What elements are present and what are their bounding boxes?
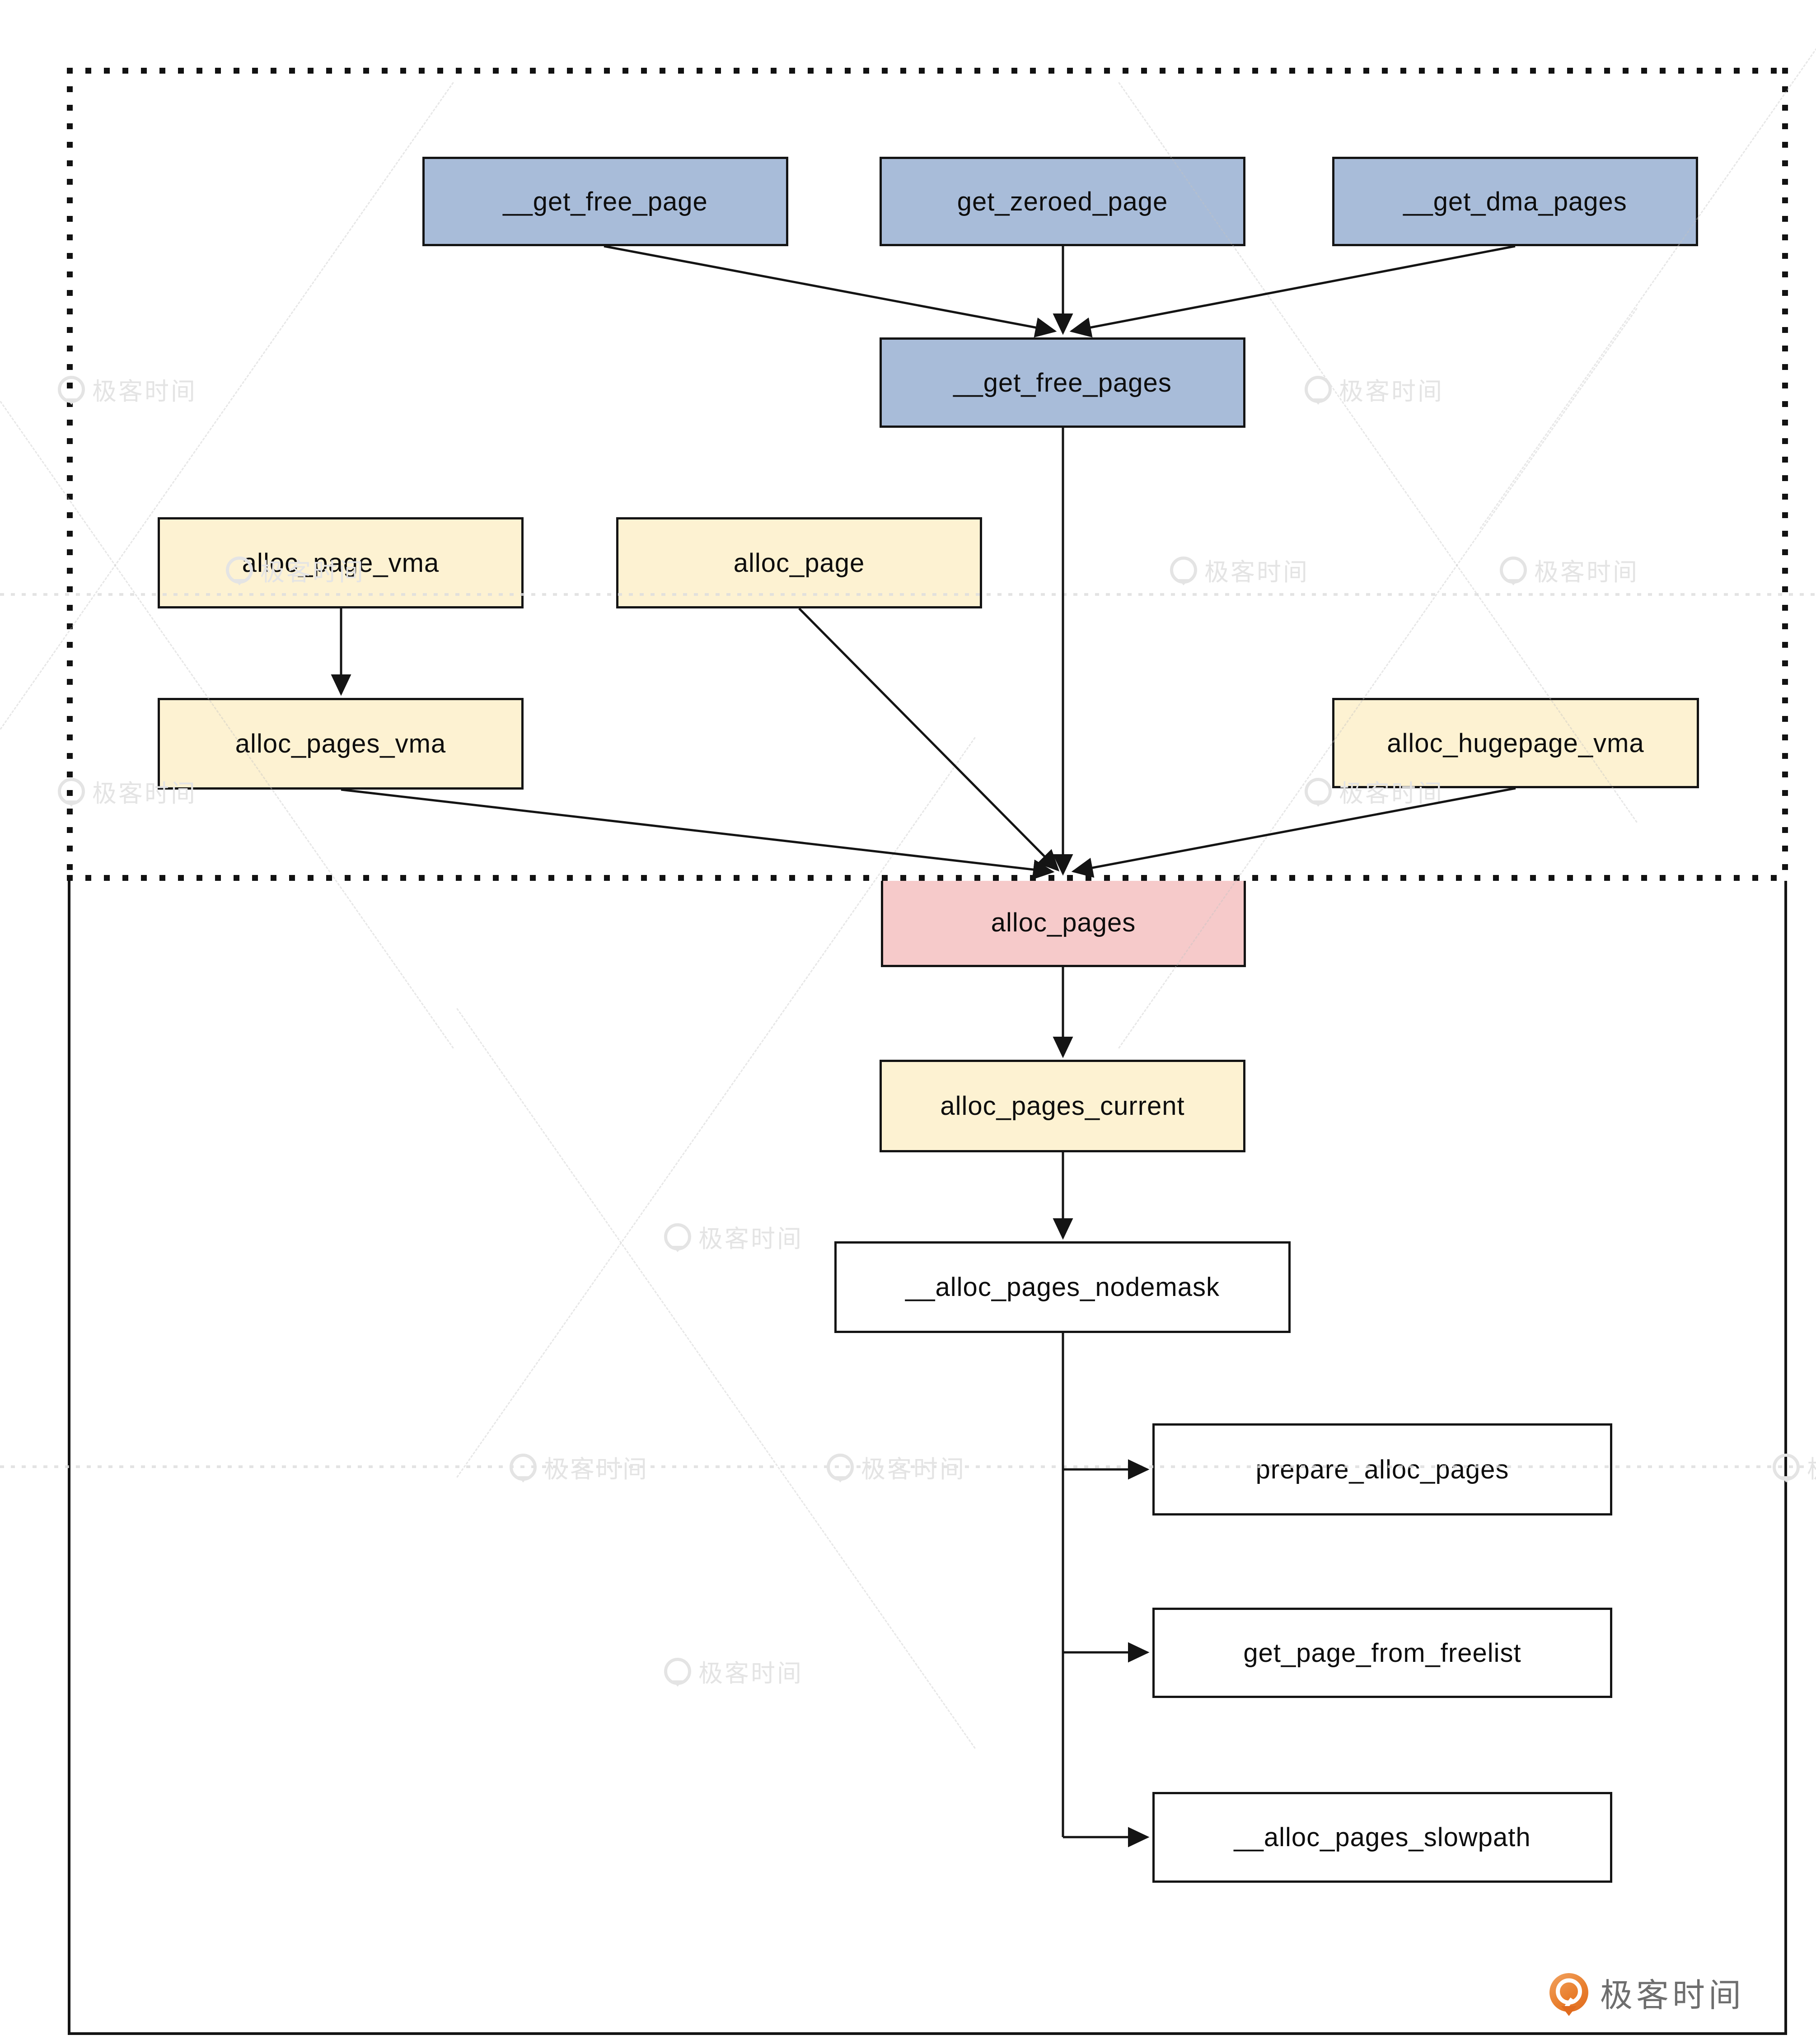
dotted-region-border-right: [1782, 68, 1788, 878]
geektime-logo-icon: [1549, 1973, 1588, 2012]
watermark-text: 极客时间: [1807, 1449, 1816, 1485]
watermark-pin-icon: [1773, 1453, 1800, 1481]
geektime-watermark: 极客时间: [1305, 773, 1444, 809]
node-alloc-pages-vma: alloc_pages_vma: [158, 698, 524, 790]
watermark-pin-icon: [58, 777, 85, 805]
watermark-pin-icon: [827, 1453, 854, 1481]
geektime-watermark: 极客时间: [1500, 552, 1639, 588]
node-get-zeroed-page: get_zeroed_page: [880, 157, 1245, 246]
node-label: alloc_page_vma: [242, 548, 440, 578]
watermark-text: 极客时间: [1204, 559, 1309, 586]
geektime-watermark: 极客时间: [226, 552, 365, 588]
geektime-watermark: 极客时间: [510, 1449, 649, 1485]
geektime-watermark: 极客时间: [1773, 1449, 1816, 1485]
watermark-pin-icon: [1500, 556, 1527, 584]
watermark-text: 极客时间: [698, 1660, 803, 1687]
watermark-pin-icon: [1305, 375, 1332, 403]
geektime-watermark: 极客时间: [58, 371, 197, 407]
watermark-pin-icon: [664, 1657, 691, 1685]
node-label: __get_free_page: [503, 187, 708, 216]
node-label: __alloc_pages_nodemask: [905, 1272, 1220, 1302]
dotted-region-border-left: [67, 68, 73, 878]
node-label: alloc_page: [733, 548, 865, 578]
node-alloc-pages: alloc_pages: [881, 878, 1246, 967]
geektime-watermark: 极客时间: [664, 1653, 803, 1689]
node-label: alloc_hugepage_vma: [1387, 728, 1644, 758]
edge-alloc-hugepage-vma-to-alloc-pages: [1071, 787, 1516, 878]
dotted-region-border-top: [67, 68, 1788, 74]
node-prepare-alloc-pages: prepare_alloc_pages: [1152, 1423, 1612, 1515]
watermark-pin-icon: [510, 1453, 537, 1481]
watermark-text: 极客时间: [861, 1456, 966, 1483]
watermark-text: 极客时间: [92, 378, 197, 405]
watermark-text: 极客时间: [544, 1456, 649, 1483]
dotted-guide-line: [0, 1465, 1816, 1468]
geektime-watermark: 极客时间: [1305, 371, 1444, 407]
node-label: __get_free_pages: [953, 368, 1172, 398]
watermark-text: 极客时间: [260, 559, 365, 586]
node-alloc-pages-slowpath: __alloc_pages_slowpath: [1152, 1792, 1612, 1883]
watermark-pin-icon: [58, 375, 85, 403]
watermark-text: 极客时间: [698, 1225, 803, 1253]
dotted-region-border-bottom: [67, 875, 1788, 881]
geektime-watermark: 极客时间: [58, 773, 197, 809]
geektime-watermark: 极客时间: [1170, 552, 1309, 588]
watermark-pin-icon: [664, 1223, 691, 1250]
edge-alloc-page-to-alloc-pages: [798, 608, 1060, 872]
geektime-logo-text: 极客时间: [1600, 1978, 1745, 2014]
node-get-dma-pages: __get_dma_pages: [1332, 157, 1698, 246]
watermark-pin-icon: [226, 556, 253, 584]
node-alloc-pages-nodemask: __alloc_pages_nodemask: [834, 1241, 1291, 1333]
node-get-free-pages: __get_free_pages: [880, 337, 1245, 428]
node-label: __alloc_pages_slowpath: [1234, 1823, 1531, 1852]
node-label: get_page_from_freelist: [1243, 1638, 1521, 1668]
geektime-watermark: 极客时间: [827, 1449, 966, 1485]
geektime-watermark: 极客时间: [664, 1219, 803, 1254]
watermark-pin-icon: [1305, 777, 1332, 805]
node-get-free-page: __get_free_page: [422, 157, 788, 246]
node-label: alloc_pages_current: [940, 1091, 1185, 1121]
watermark-text: 极客时间: [1339, 780, 1444, 807]
watermark-text: 极客时间: [1534, 559, 1639, 586]
node-label: alloc_pages: [991, 907, 1136, 937]
node-label: alloc_pages_vma: [235, 729, 446, 758]
geektime-logo: 极客时间: [1549, 1969, 1745, 2016]
node-label: __get_dma_pages: [1403, 187, 1627, 216]
watermark-text: 极客时间: [92, 780, 197, 807]
node-get-page-from-freelist: get_page_from_freelist: [1152, 1608, 1612, 1698]
watermark-pin-icon: [1170, 556, 1197, 584]
edge-get-free-page-to-get-free-pages: [604, 245, 1057, 338]
watermark-text: 极客时间: [1339, 378, 1444, 405]
node-alloc-pages-current: alloc_pages_current: [880, 1060, 1245, 1152]
edge-alloc-pages-vma-to-alloc-pages: [341, 788, 1055, 880]
node-label: get_zeroed_page: [957, 187, 1168, 216]
edge-get-dma-pages-to-get-free-pages: [1069, 245, 1516, 338]
dotted-guide-line: [0, 593, 1816, 596]
node-label: prepare_alloc_pages: [1255, 1455, 1509, 1484]
node-alloc-hugepage-vma: alloc_hugepage_vma: [1332, 698, 1699, 788]
